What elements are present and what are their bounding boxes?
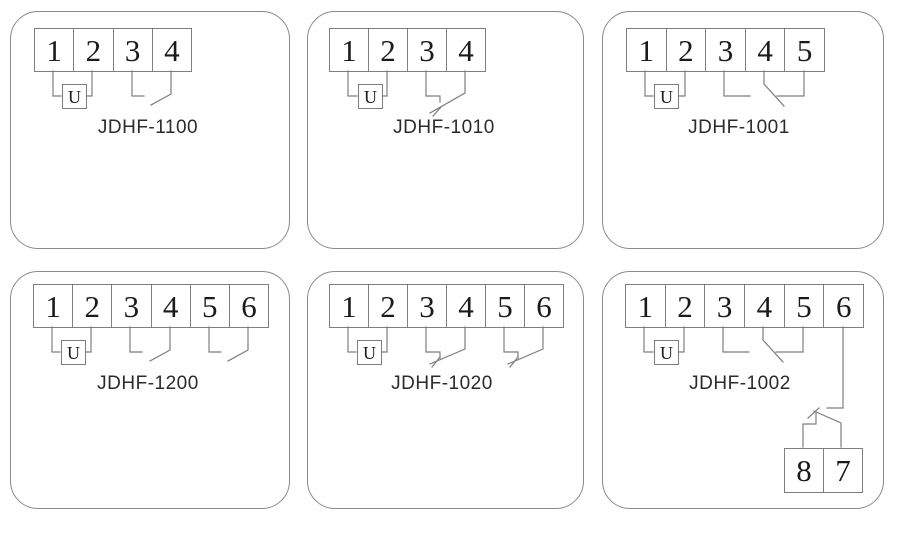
coil-box: U [358,84,383,109]
terminal-cell: 1 [45,288,61,324]
terminal-cell: 6 [823,285,863,327]
terminal-cell: 5 [783,285,824,327]
terminal-strip: 1 2 3 4 [329,28,486,72]
terminal-strip: 1 2 3 4 5 [626,28,825,72]
terminal-cell: 1 [341,288,357,324]
terminal-cell: 4 [446,285,485,327]
terminal-cell: 3 [704,285,744,327]
terminal-cell: 4 [151,29,191,71]
terminal-cell: 2 [368,285,407,327]
terminal-strip: 1 2 3 4 5 6 [33,284,269,328]
model-label: JDHF-1200 [97,373,199,394]
panel-jdhf-1010: 1 2 3 4 U JDHF-1010 [307,11,584,249]
coil-box: U [654,340,679,365]
terminal-cell: 8 [796,453,812,488]
terminal-cell: 2 [72,285,111,327]
terminal-cell: 7 [823,449,862,492]
panel-jdhf-1002: 1 2 3 4 5 6 U JDHF-1002 8 7 [602,271,884,509]
coil-label: U [363,342,376,363]
coil-label: U [67,342,80,363]
terminal-cell: 6 [228,285,268,327]
coil-label: U [364,86,377,107]
coil-label: U [68,86,81,107]
panel-jdhf-1020: 1 2 3 4 5 6 U JDHF-1020 [307,271,584,509]
coil-box: U [62,84,87,109]
coil-label: U [660,342,673,363]
terminal-strip: 1 2 3 4 5 6 [329,284,564,328]
terminal-cell: 3 [111,285,150,327]
terminal-cell: 5 [189,285,229,327]
terminal-cell: 3 [112,29,152,71]
terminal-strip: 1 2 3 4 5 6 [625,284,864,328]
terminal-cell: 1 [637,288,654,324]
terminal-cell: 2 [665,29,706,71]
model-label: JDHF-1002 [689,373,791,394]
coil-label: U [660,86,673,107]
model-label: JDHF-1001 [688,117,790,138]
terminal-strip: 1 2 3 4 [34,28,192,72]
model-label: JDHF-1100 [97,117,199,138]
terminal-cell: 3 [407,285,446,327]
terminal-cell: 2 [73,29,112,71]
terminal-cell: 3 [705,29,745,71]
terminal-cell: 1 [341,32,357,68]
terminal-cell: 2 [368,29,407,71]
panel-jdhf-1200: 1 2 3 4 5 6 U JDHF-1200 [10,271,290,509]
terminal-cell: 5 [784,29,824,71]
terminal-cell: 2 [664,285,705,327]
coil-box: U [654,84,679,109]
panel-jdhf-1001: 1 2 3 4 5 U JDHF-1001 [602,11,884,249]
panel-jdhf-1100: 1 2 3 4 U JDHF-1100 [10,11,290,249]
terminal-cell: 4 [744,29,785,71]
coil-box: U [61,340,86,365]
terminal-cell: 4 [150,285,190,327]
terminal-cell: 6 [524,285,563,327]
terminal-cell: 4 [744,285,784,327]
terminal-cell: 1 [638,32,655,68]
terminal-cell: 5 [485,285,524,327]
model-label: JDHF-1010 [393,117,495,138]
model-label: JDHF-1020 [391,373,493,394]
terminal-cell: 4 [446,29,485,71]
terminal-cell: 1 [46,32,62,68]
terminal-cell: 3 [407,29,446,71]
coil-box: U [357,340,382,365]
aux-terminal-strip: 8 7 [784,448,863,493]
